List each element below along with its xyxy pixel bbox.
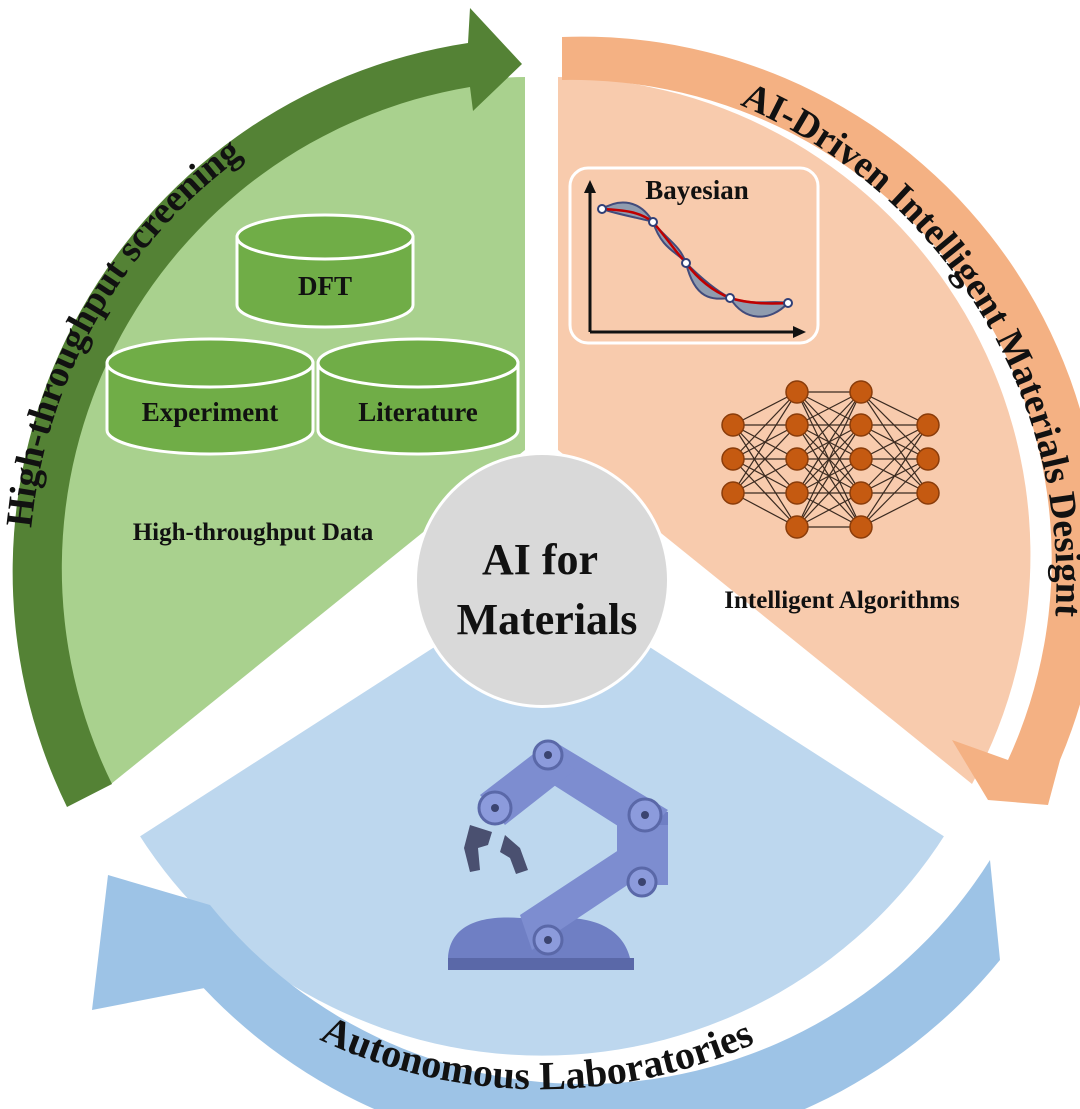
- nn-edge: [860, 492, 929, 528]
- bayesian-label: Bayesian: [645, 175, 749, 205]
- nn-node: [785, 515, 809, 539]
- nn-node: [785, 380, 809, 404]
- nn-node: [785, 447, 809, 471]
- orange-arrow: [562, 36, 1080, 805]
- nn-node: [916, 481, 940, 505]
- neural-network-icon: [721, 380, 940, 539]
- nn-node: [721, 413, 745, 437]
- nn-node: [721, 447, 745, 471]
- center-title-line2: Materials: [457, 595, 638, 644]
- nn-edge: [796, 391, 862, 494]
- nn-edge: [732, 391, 798, 460]
- nn-edge: [732, 424, 798, 494]
- nn-node: [849, 447, 873, 471]
- green-caption: High-throughput Data: [133, 519, 374, 546]
- database-label-literature: Literature: [358, 397, 477, 427]
- database-experiment: Experiment: [105, 337, 315, 456]
- bayesian-plot-icon: Bayesian: [568, 166, 820, 345]
- nn-edge: [860, 424, 929, 460]
- nn-node: [849, 481, 873, 505]
- nn-edge: [796, 391, 862, 460]
- nn-edge: [860, 424, 929, 528]
- nn-node: [785, 413, 809, 437]
- orange-caption: Intelligent Algorithms: [724, 587, 960, 614]
- nn-edge: [860, 458, 929, 528]
- center-hub: AI for Materials: [414, 452, 670, 708]
- database-icon: DFT Experiment Literature: [105, 213, 520, 456]
- database-label-experiment: Experiment: [142, 397, 278, 427]
- green-arrow: [12, 8, 523, 807]
- nn-node: [916, 447, 940, 471]
- nn-edge: [732, 391, 798, 494]
- center-title-line1: AI for: [482, 535, 598, 584]
- nn-edge: [732, 492, 798, 528]
- database-label-dft: DFT: [298, 271, 352, 301]
- database-literature: Literature: [316, 337, 520, 456]
- nn-node: [721, 481, 745, 505]
- blue-segment: [130, 560, 954, 1056]
- nn-edge: [796, 492, 862, 528]
- nn-edge: [796, 391, 862, 528]
- database-dft: DFT: [235, 213, 415, 329]
- nn-edge: [796, 424, 862, 528]
- nn-node: [785, 481, 809, 505]
- nn-edge: [732, 391, 798, 426]
- nn-edge: [796, 458, 862, 528]
- blue-arrow: [92, 860, 1000, 1109]
- nn-node: [849, 515, 873, 539]
- nn-edge: [860, 424, 929, 494]
- nn-edge: [860, 391, 929, 426]
- nn-node: [849, 380, 873, 404]
- nn-node: [849, 413, 873, 437]
- robot-arm-icon: [448, 739, 668, 970]
- nn-edge: [732, 458, 798, 494]
- nn-node: [916, 413, 940, 437]
- nn-edge: [796, 391, 862, 426]
